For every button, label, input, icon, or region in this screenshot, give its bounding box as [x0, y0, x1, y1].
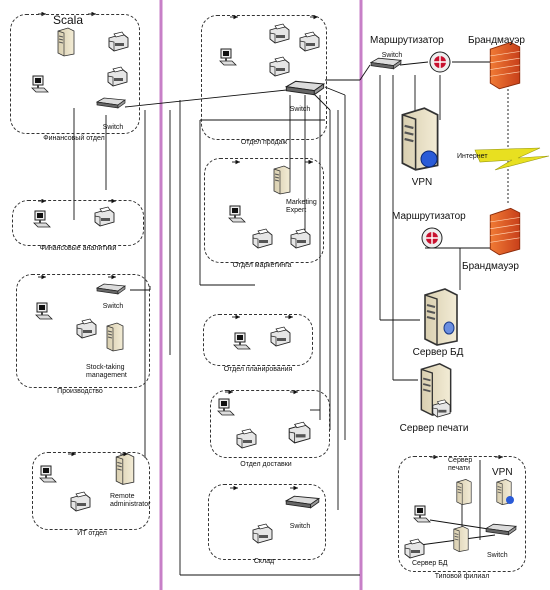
firewall2-label: Брандмауэр — [462, 261, 519, 272]
branch-caption: Типовой филиал — [434, 573, 490, 580]
db-server-label: Сервер БД — [412, 347, 464, 358]
financial-analysts-group — [12, 200, 144, 246]
sales-department-group — [201, 15, 327, 140]
delivery-caption: Отдел доставки — [240, 461, 292, 468]
db-server-icon — [423, 287, 459, 347]
planning-department-group — [203, 314, 313, 366]
scala-label: Scala — [52, 13, 84, 27]
production-caption: Производство — [57, 388, 103, 395]
warehouse-group — [208, 484, 326, 560]
it-caption: ИТ отдел — [77, 530, 107, 537]
warehouse-caption: Склад — [253, 558, 275, 565]
planning-caption: Отдел планирования — [223, 366, 293, 373]
router2-label: Маршрутизатор — [392, 211, 466, 222]
branch-vpn-label: VPN — [492, 467, 513, 478]
stock-server-label: Stock-taking management — [86, 364, 127, 379]
sales-caption: Отдел продаж — [240, 139, 288, 146]
firewall1-label: Брандмауэр — [468, 35, 525, 46]
sales-switch-label: Switch — [289, 106, 311, 113]
hq-switch-label: Switch — [381, 52, 403, 59]
marketing-department-group — [204, 158, 324, 263]
router1-label: Маршрутизатор — [370, 35, 444, 46]
internet-lightning-icon — [474, 147, 550, 171]
remote-admin-label: Remote administrator — [110, 493, 151, 508]
it-department-group — [32, 452, 150, 530]
analysts-caption: Финансовые аналитики — [39, 245, 117, 252]
marketing-server-label: Marketing Expert — [286, 199, 317, 214]
database-icon — [443, 321, 455, 335]
internet-label: Интернет — [457, 153, 488, 160]
vertical-dividers — [159, 0, 363, 590]
vpn-globe-icon — [420, 150, 438, 168]
router-icon — [429, 51, 451, 73]
finance-department-group — [10, 14, 140, 134]
branch-switch-label: Switch — [487, 552, 508, 559]
firewall-icon — [489, 41, 521, 90]
finance-caption: Финансовый отдел — [43, 135, 105, 142]
vpn-label: VPN — [411, 177, 433, 188]
branch-office-group — [398, 456, 526, 572]
branch-db-label: Сервер БД — [412, 560, 448, 567]
production-switch-label: Switch — [102, 303, 124, 310]
production-group — [16, 274, 150, 388]
branch-print-server-label: Сервер печати — [448, 457, 473, 472]
warehouse-switch-label: Switch — [289, 523, 311, 530]
router-icon — [421, 227, 443, 249]
delivery-department-group — [210, 390, 330, 458]
vpn-globe-icon — [506, 496, 514, 504]
print-server-label: Сервер печати — [399, 423, 469, 434]
firewall-icon — [489, 207, 521, 256]
finance-switch-label: Switch — [102, 124, 124, 131]
marketing-caption: Отдел маркетинга — [232, 262, 292, 269]
